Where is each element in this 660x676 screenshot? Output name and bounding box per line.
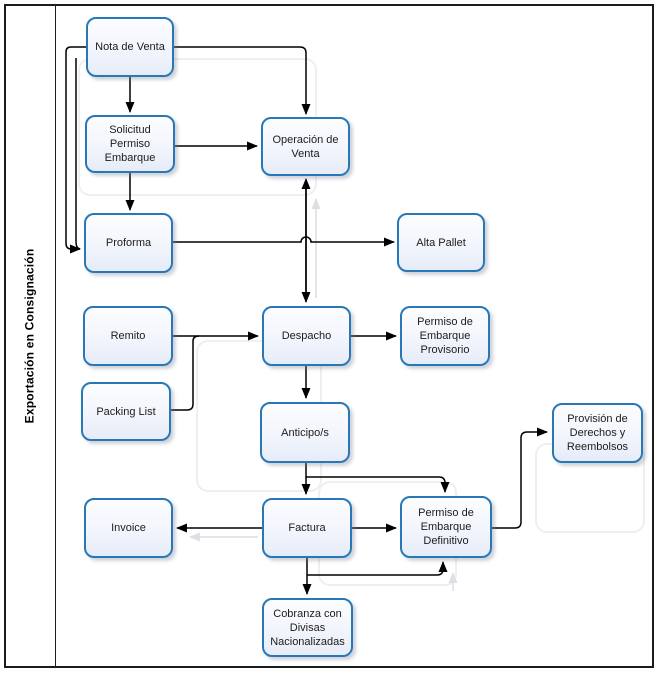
node-nota-de-venta: Nota de Venta — [86, 17, 174, 77]
node-proforma: Proforma — [84, 213, 173, 273]
swimlane-title: Exportación en Consignación — [22, 248, 37, 424]
node-provision: Provisión de Derechos y Reembolsos — [552, 403, 643, 463]
node-label: Packing List — [96, 405, 156, 418]
node-operacion-de-venta: Operación de Venta — [261, 117, 350, 176]
node-label: Operación de Venta — [272, 133, 339, 160]
node-anticipos: Anticipo/s — [260, 402, 350, 463]
node-label: Permiso de Embarque Definitivo — [418, 507, 474, 547]
node-invoice: Invoice — [84, 498, 173, 558]
node-despacho: Despacho — [262, 306, 351, 366]
swimlane-header: Exportación en Consignación — [4, 4, 56, 668]
node-label: Cobranza con Divisas Nacionalizadas — [270, 607, 345, 648]
node-label: Remito — [110, 330, 146, 342]
node-label: Provisión de Derechos y Reembolsos — [566, 413, 629, 453]
node-label: Proforma — [105, 237, 152, 249]
node-packing-list: Packing List — [81, 382, 171, 441]
node-label: Solicitud Permiso Embarque — [104, 124, 156, 164]
node-cobranza: Cobranza con Divisas Nacionalizadas — [262, 598, 353, 657]
node-permiso-definitivo: Permiso de Embarque Definitivo — [400, 496, 492, 558]
node-label: Anticipo/s — [281, 426, 329, 439]
node-label: Permiso de Embarque Provisorio — [417, 316, 473, 356]
node-label: Factura — [288, 522, 326, 534]
node-solicitud-permiso: Solicitud Permiso Embarque — [85, 115, 175, 173]
node-label: Despacho — [281, 330, 332, 342]
node-factura: Factura — [262, 498, 352, 558]
node-label: Nota de Venta — [95, 41, 165, 53]
node-label: Alta Pallet — [416, 236, 466, 249]
node-alta-pallet: Alta Pallet — [397, 213, 485, 272]
node-permiso-provisorio: Permiso de Embarque Provisorio — [400, 306, 490, 366]
node-remito: Remito — [83, 306, 173, 366]
node-label: Invoice — [111, 522, 146, 534]
